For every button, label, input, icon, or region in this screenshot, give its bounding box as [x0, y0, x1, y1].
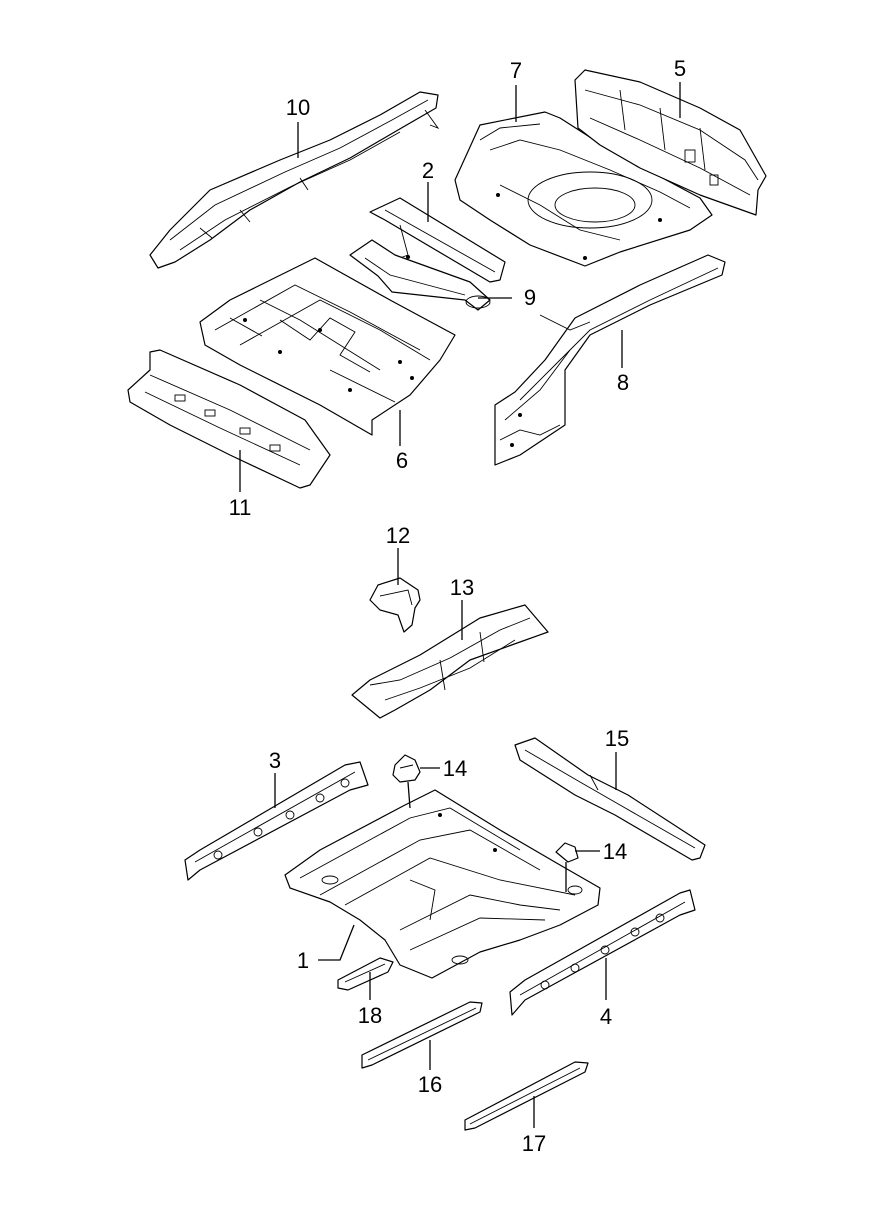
part-13-tunnel[interactable]	[351, 604, 549, 719]
part-2-cross-member[interactable]	[369, 197, 506, 283]
part-5-rear-panel[interactable]	[574, 69, 767, 216]
callout-6: 6	[396, 448, 408, 473]
callout-10: 10	[286, 95, 310, 120]
callout-1: 1	[297, 948, 309, 973]
part-16-reinforcement[interactable]	[361, 1001, 483, 1069]
callout-14-lower: 14	[603, 839, 627, 864]
part-1-front-floor[interactable]	[284, 789, 601, 979]
leader-14b	[565, 850, 600, 892]
part-18-plate[interactable]	[337, 957, 394, 991]
callout-5: 5	[674, 56, 686, 81]
callout-15: 15	[605, 726, 629, 751]
part-9-bracket[interactable]	[349, 239, 491, 311]
leader-14a	[407, 767, 440, 809]
callout-17: 17	[522, 1131, 546, 1156]
callout-13: 13	[450, 575, 474, 600]
part-4-sill[interactable]	[509, 889, 696, 1016]
callout-8: 8	[617, 370, 629, 395]
part-3-sill[interactable]	[184, 761, 369, 881]
callout-4: 4	[600, 1004, 612, 1029]
part-10-side-member[interactable]	[149, 91, 440, 269]
callout-18: 18	[358, 1003, 382, 1028]
callout-2: 2	[422, 158, 434, 183]
part-12-bracket[interactable]	[369, 577, 421, 633]
leader-1	[318, 924, 355, 961]
callout-16: 16	[418, 1072, 442, 1097]
callout-12: 12	[386, 523, 410, 548]
part-14-mount-upper[interactable]	[392, 754, 421, 783]
part-11-sill-inner[interactable]	[127, 349, 331, 489]
callout-11: 11	[229, 495, 252, 520]
part-7-rear-floor-pan[interactable]	[454, 111, 713, 267]
callout-14-upper: 14	[443, 756, 467, 781]
callout-7: 7	[510, 58, 522, 83]
part-17-reinforcement[interactable]	[464, 1061, 589, 1131]
part-6-center-floor[interactable]	[199, 257, 456, 436]
callout-3: 3	[269, 748, 281, 773]
callout-9: 9	[524, 285, 536, 310]
part-14-mount-lower[interactable]	[555, 842, 579, 863]
part-8-side-member[interactable]	[494, 254, 726, 466]
part-15-member[interactable]	[514, 737, 706, 861]
